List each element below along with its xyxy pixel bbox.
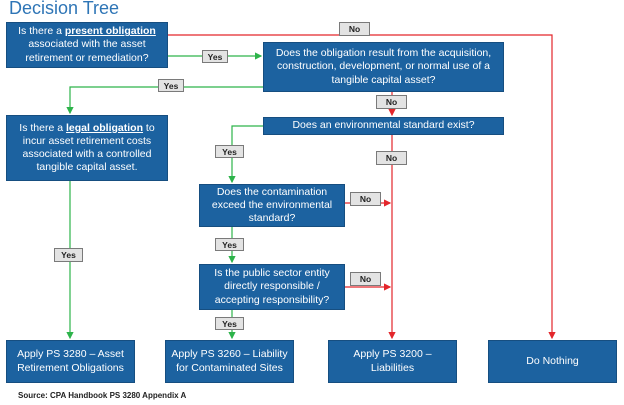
outcome-ps3200-box: Apply PS 3200 – Liabilities — [328, 340, 457, 383]
outcome-ps3280-box: Apply PS 3280 – Asset Retirement Obligat… — [6, 340, 135, 383]
label-no-q2-q4: No — [376, 95, 407, 109]
line-q1-o4 — [168, 34, 556, 340]
page-title: Decision Tree — [9, 0, 120, 18]
label-no-q1-o4: No — [339, 22, 370, 36]
q3-legal-obligation-box: Is there a legal obligation to incur ass… — [6, 115, 168, 181]
q2-acquisition-box: Does the obligation result from the acqu… — [263, 42, 504, 92]
q4-environmental-standard-box: Does an environmental standard exist? — [263, 117, 504, 135]
source-note: Source: CPA Handbook PS 3280 Appendix A — [18, 391, 187, 400]
q6-responsibility-box: Is the public sector entity directly res… — [199, 264, 345, 310]
line-q4-q5 — [228, 125, 263, 184]
label-yes-q5-q6: Yes — [215, 238, 244, 251]
outcome-do-nothing-box: Do Nothing — [488, 340, 617, 383]
label-yes-q2-q3: Yes — [158, 79, 184, 92]
label-yes-q4-q5: Yes — [215, 145, 244, 158]
label-no-q6: No — [350, 272, 381, 286]
outcome-ps3260-box: Apply PS 3260 – Liability for Contaminat… — [165, 340, 294, 383]
q5-contamination-box: Does the contamination exceed the enviro… — [199, 184, 345, 227]
label-no-q5: No — [350, 192, 381, 206]
label-yes-q6-o2: Yes — [215, 317, 244, 330]
label-yes-q1-q2: Yes — [202, 50, 228, 63]
label-yes-q3-o1: Yes — [54, 248, 83, 262]
q1-present-obligation-box: Is there a present obligation associated… — [6, 22, 168, 68]
label-no-q4-o3: No — [376, 151, 407, 165]
